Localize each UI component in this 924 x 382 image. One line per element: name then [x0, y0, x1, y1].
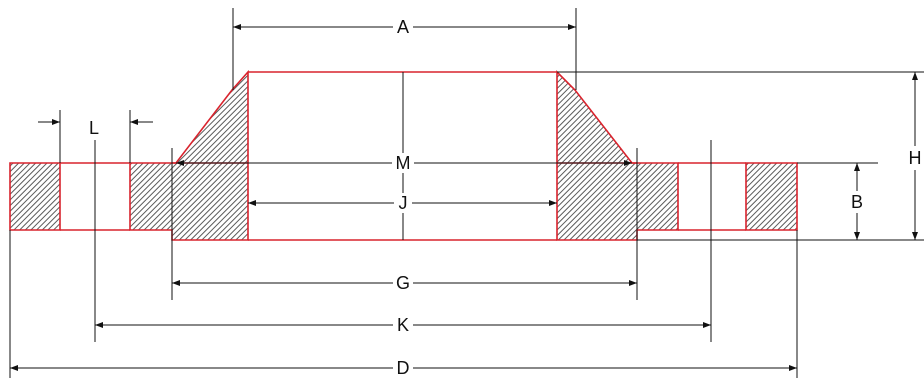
right-outer-rim	[745, 162, 798, 231]
flange-section	[9, 69, 798, 241]
label-j: J	[399, 193, 408, 213]
left-outer-rim	[9, 162, 61, 231]
label-b: B	[851, 192, 863, 212]
label-l: L	[89, 118, 99, 138]
right-flange-body	[556, 70, 679, 241]
dimension-labels: A M J G K D L H B	[89, 17, 924, 378]
label-k: K	[397, 315, 409, 335]
label-a: A	[397, 17, 409, 37]
left-flange-body	[129, 69, 249, 241]
label-d: D	[397, 358, 410, 378]
label-h: H	[909, 148, 922, 168]
label-m: M	[396, 153, 411, 173]
label-g: G	[396, 273, 410, 293]
